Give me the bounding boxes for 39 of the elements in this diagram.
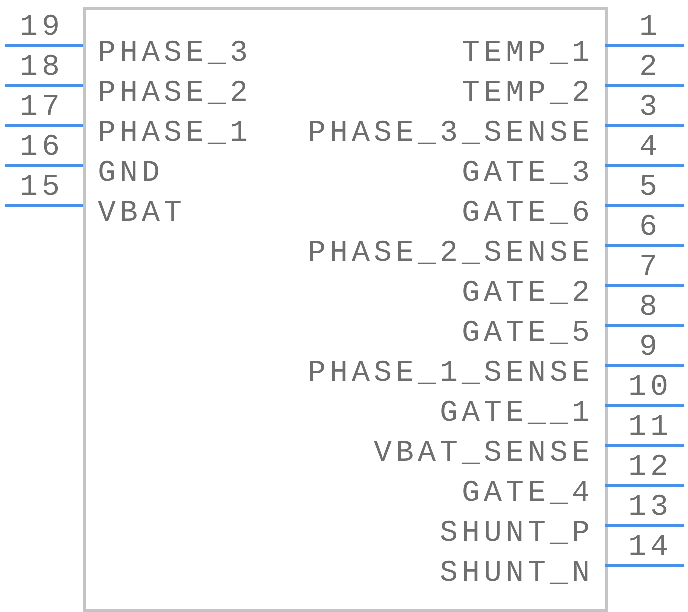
- pin-number: 2: [638, 53, 662, 83]
- pin-name: GATE_6: [462, 199, 594, 229]
- pin-number: 4: [638, 133, 662, 163]
- pin-number: 7: [638, 253, 662, 283]
- pin-name: PHASE_2: [98, 79, 252, 109]
- pin-number: 12: [627, 453, 674, 483]
- pin-number: 11: [627, 413, 674, 443]
- pin-number: 18: [18, 53, 65, 83]
- pin-number: 17: [18, 93, 65, 123]
- pin-number: 13: [627, 493, 674, 523]
- pin-name: VBAT: [98, 199, 186, 229]
- pin-number: 10: [627, 373, 674, 403]
- pin-name: TEMP_1: [462, 39, 594, 69]
- pin-number: 9: [638, 333, 662, 363]
- pin-number: 3: [638, 93, 662, 123]
- pin-name: PHASE_3_SENSE: [308, 119, 594, 149]
- pin-name: GND: [98, 159, 164, 189]
- pin-number: 15: [18, 173, 65, 203]
- pin-name: GATE_4: [462, 479, 594, 509]
- component-body: [83, 7, 608, 612]
- pin-name: PHASE_1: [98, 119, 252, 149]
- pin-number: 1: [638, 13, 662, 43]
- pin-name: PHASE_3: [98, 39, 252, 69]
- pin-name: SHUNT_P: [440, 519, 594, 549]
- pin-number: 14: [627, 533, 674, 563]
- pin-number: 19: [18, 13, 65, 43]
- pin-name: GATE__1: [440, 399, 594, 429]
- pin-number: 5: [638, 173, 662, 203]
- pin-name: VBAT_SENSE: [374, 439, 594, 469]
- pin-name: GATE_2: [462, 279, 594, 309]
- pin-number: 6: [638, 213, 662, 243]
- pin-number: 16: [18, 133, 65, 163]
- pin-name: GATE_5: [462, 319, 594, 349]
- pin-name: PHASE_1_SENSE: [308, 359, 594, 389]
- pin-name: SHUNT_N: [440, 559, 594, 589]
- pin-name: PHASE_2_SENSE: [308, 239, 594, 269]
- pin-number: 8: [638, 293, 662, 323]
- pin-name: TEMP_2: [462, 79, 594, 109]
- pin-name: GATE_3: [462, 159, 594, 189]
